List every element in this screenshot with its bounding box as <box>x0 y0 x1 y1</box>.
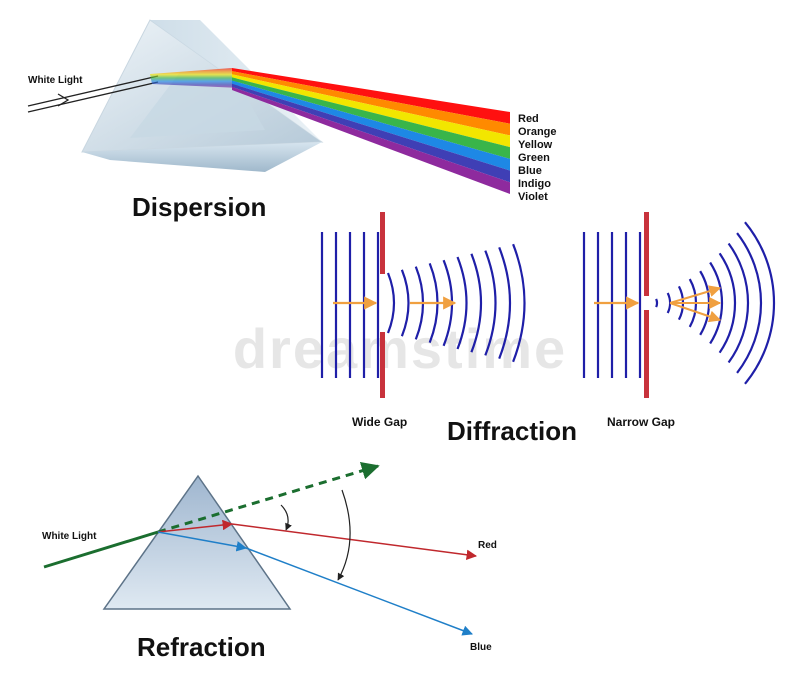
wide-gap-label: Wide Gap <box>352 415 407 429</box>
refraction-red-ray <box>231 523 478 560</box>
color-label-green: Green <box>518 152 550 164</box>
refraction-white-light-label: White Light <box>42 531 97 542</box>
diffraction-title: Diffraction <box>447 416 577 446</box>
spectrum-band-yellow <box>232 74 510 148</box>
refraction-prism <box>102 474 292 610</box>
refraction-blue-label: Blue <box>470 642 492 653</box>
outgoing-circular-wavefront <box>666 292 672 314</box>
spectrum-band-red <box>232 68 510 124</box>
outgoing-wavefront <box>456 256 468 350</box>
outgoing-circular-wavefront <box>718 252 737 354</box>
outgoing-wavefront <box>386 272 396 334</box>
spectrum-band-blue <box>232 80 510 171</box>
outgoing-circular-wavefront <box>727 242 750 364</box>
color-label-red: Red <box>518 113 539 125</box>
refraction-blue-angle-arc <box>337 489 351 581</box>
dispersion-white-light-label: White Light <box>28 75 83 86</box>
outgoing-wavefront <box>470 253 483 353</box>
refraction-red-internal <box>157 519 234 533</box>
wide-gap-barrier <box>380 212 385 398</box>
dispersion-internal-beam <box>150 68 240 88</box>
refraction-section: White Light Red Blue Refraction <box>42 462 497 662</box>
outgoing-wavefront <box>484 250 497 356</box>
narrow-gap-arrows <box>594 285 722 323</box>
dispersion-spectrum <box>232 68 510 194</box>
color-label-yellow: Yellow <box>518 139 553 151</box>
color-label-orange: Orange <box>518 126 557 138</box>
diffraction-section: Wide Gap Narrow Gap Diffraction <box>320 212 776 446</box>
narrow-gap-incoming-waves <box>582 232 642 378</box>
ray-direction-arrow-icon <box>57 93 70 107</box>
spectrum-band-violet <box>232 86 510 194</box>
narrow-gap-label: Narrow Gap <box>607 415 675 429</box>
spectrum-band-indigo <box>232 83 510 183</box>
outgoing-wavefront <box>400 269 410 337</box>
refraction-blue-internal <box>157 531 248 552</box>
refraction-title: Refraction <box>137 632 266 662</box>
wide-gap-incoming-waves <box>320 232 380 378</box>
dispersion-section: Red Orange Yellow Green Blue Indigo Viol… <box>27 19 557 222</box>
dispersion-incoming-ray <box>27 75 159 113</box>
outgoing-circular-wavefront <box>736 232 763 374</box>
dispersion-color-labels: Red Orange Yellow Green Blue Indigo Viol… <box>518 113 557 203</box>
refraction-incoming-ray <box>43 530 159 569</box>
outgoing-circular-wavefront <box>655 298 659 308</box>
watermark-text: dreamstime <box>233 317 567 380</box>
refraction-red-angle-arc <box>280 504 292 531</box>
color-label-blue: Blue <box>518 165 542 177</box>
outgoing-circular-wavefront <box>709 261 724 345</box>
outgoing-wavefront <box>498 247 512 359</box>
spectrum-band-orange <box>232 71 510 136</box>
outgoing-circular-wavefront <box>744 221 776 385</box>
narrow-gap-barrier <box>644 212 649 398</box>
outgoing-wavefront <box>512 243 526 363</box>
refraction-red-label: Red <box>478 540 497 551</box>
dispersion-title: Dispersion <box>132 192 266 222</box>
refraction-undeviated-path <box>157 462 380 534</box>
spectrum-band-green <box>232 77 510 159</box>
color-label-indigo: Indigo <box>518 178 551 190</box>
color-label-violet: Violet <box>518 191 548 203</box>
refraction-blue-ray <box>245 547 473 636</box>
